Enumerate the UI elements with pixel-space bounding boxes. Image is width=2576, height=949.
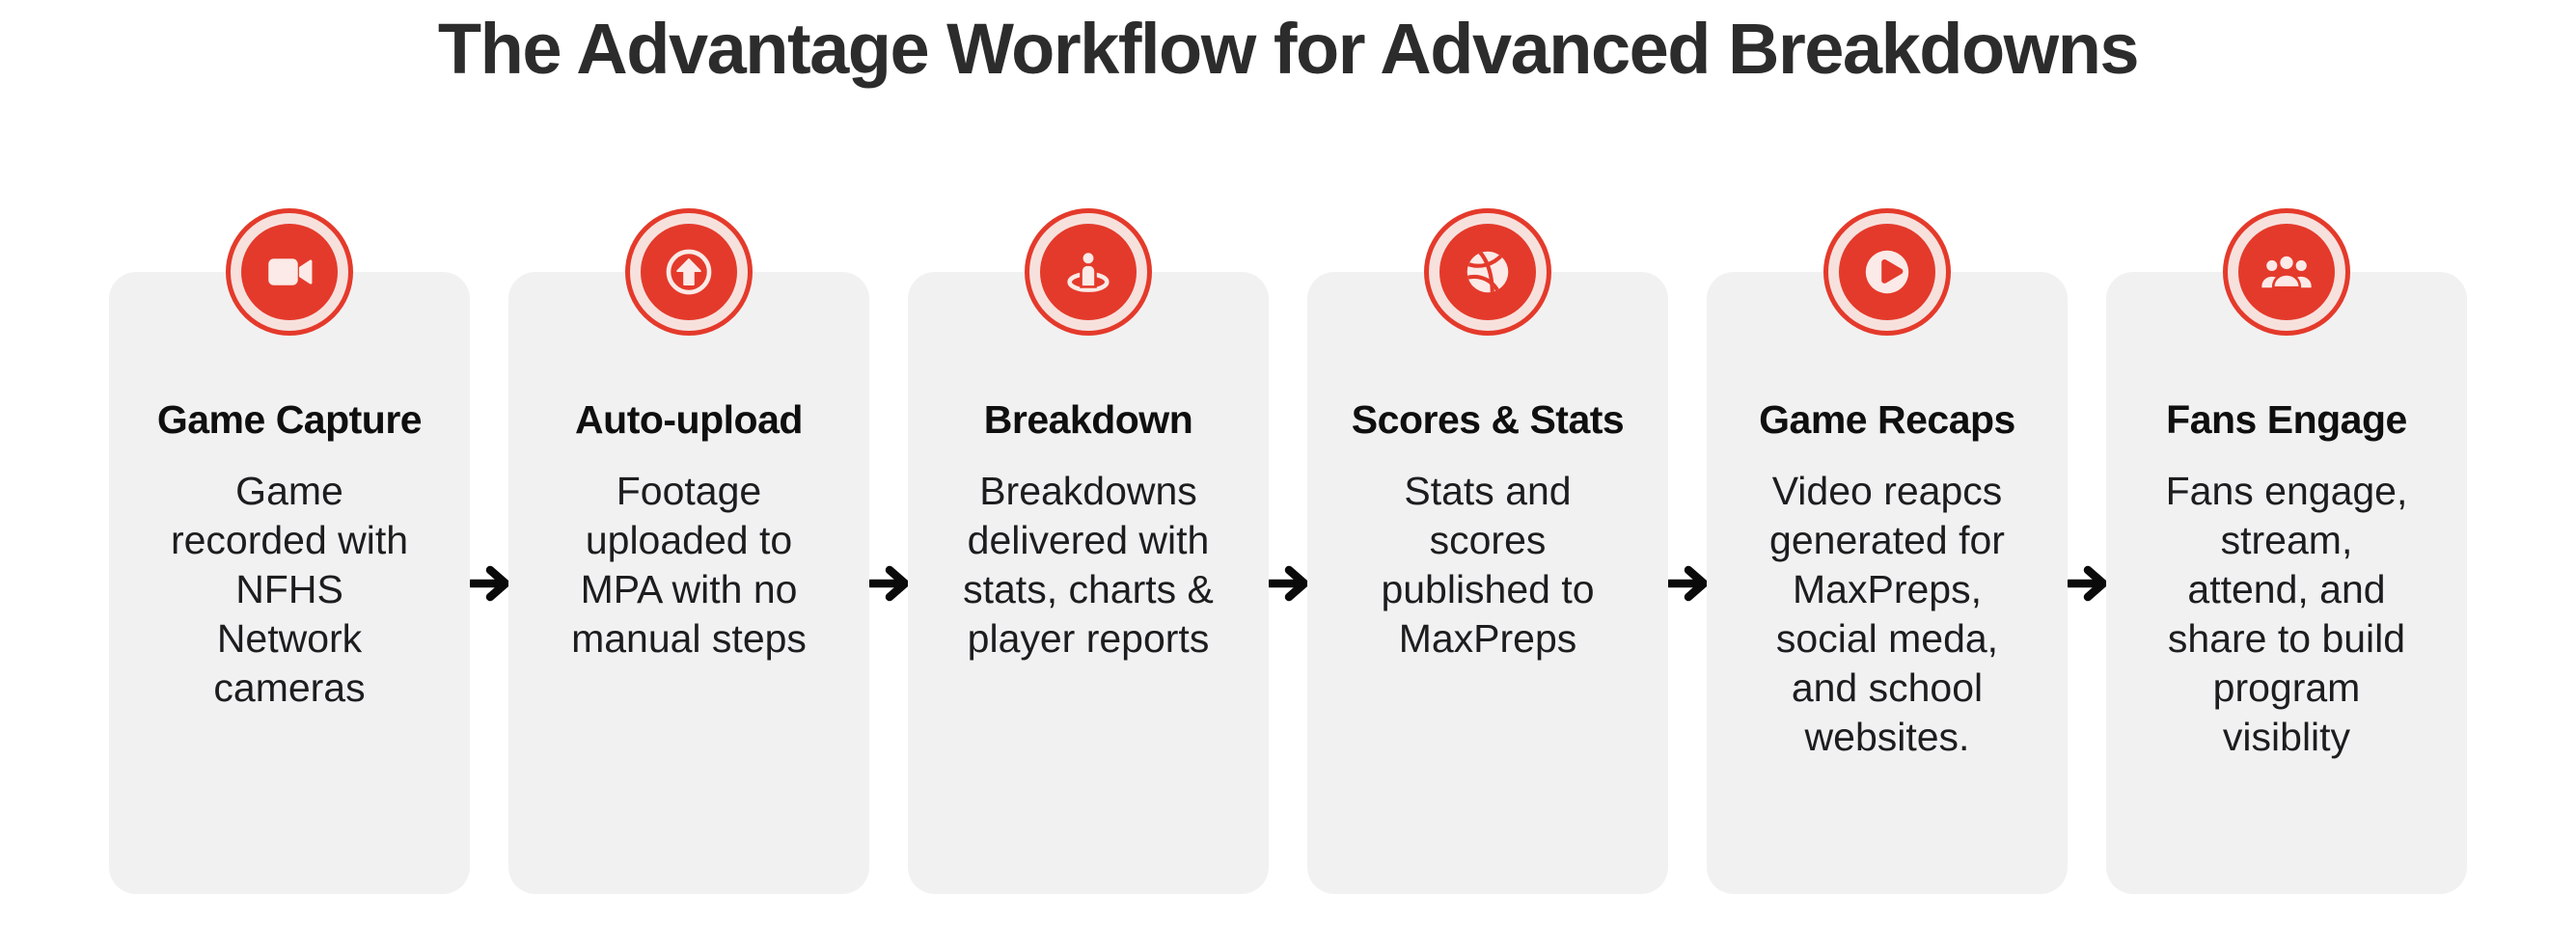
step-badge: [1823, 208, 1951, 336]
step-description: Fans engage, stream, attend, and share t…: [2165, 469, 2408, 759]
video-camera-icon: [241, 224, 338, 320]
step-title: Breakdown: [983, 397, 1193, 442]
fans-group-icon: [2238, 224, 2335, 320]
step-title: Fans Engage: [2166, 397, 2407, 442]
step-badge: [2223, 208, 2350, 336]
upload-arrow-icon: [641, 224, 737, 320]
step-card-breakdown: Breakdown Breakdowns delivered with stat…: [908, 208, 1269, 894]
step-badge: [1025, 208, 1152, 336]
page-title: The Advantage Workflow for Advanced Brea…: [437, 9, 2140, 89]
step-card-scores-stats: Scores & Stats Stats and scores publishe…: [1307, 208, 1668, 894]
step-title: Auto-upload: [575, 397, 803, 442]
arrow-right-icon: [866, 272, 910, 894]
arrow-right-icon: [1665, 272, 1709, 894]
step-card-game-recaps: Game Recaps Video reapcs generated for M…: [1707, 208, 2068, 894]
play-circle-icon: [1839, 224, 1935, 320]
person-pin-icon: [1040, 224, 1137, 320]
step-card-game-capture: Game Capture Game recorded with NFHS Net…: [109, 208, 470, 894]
step-description: Stats and scores published to MaxPreps: [1381, 469, 1595, 661]
step-badge: [1424, 208, 1551, 336]
step-description: Game recorded with NFHS Network cameras: [170, 469, 409, 710]
step-description: Footage uploaded to MPA with no manual s…: [571, 469, 807, 661]
arrow-right-icon: [467, 272, 510, 894]
step-description: Breakdowns delivered with stats, charts …: [963, 469, 1214, 661]
step-card-fans-engage: Fans Engage Fans engage, stream, attend,…: [2106, 208, 2467, 894]
step-card-auto-upload: Auto-upload Footage uploaded to MPA with…: [508, 208, 869, 894]
basketball-icon: [1439, 224, 1536, 320]
step-title: Game Capture: [156, 397, 423, 442]
workflow-row: Game Capture Game recorded with NFHS Net…: [109, 208, 2467, 894]
arrow-right-icon: [1266, 272, 1309, 894]
step-description: Video reapcs generated for MaxPreps, soc…: [1769, 469, 2005, 759]
step-title: Scores & Stats: [1351, 397, 1625, 442]
arrow-right-icon: [2065, 272, 2108, 894]
step-badge: [625, 208, 753, 336]
step-badge: [226, 208, 353, 336]
step-title: Game Recaps: [1759, 397, 2015, 442]
